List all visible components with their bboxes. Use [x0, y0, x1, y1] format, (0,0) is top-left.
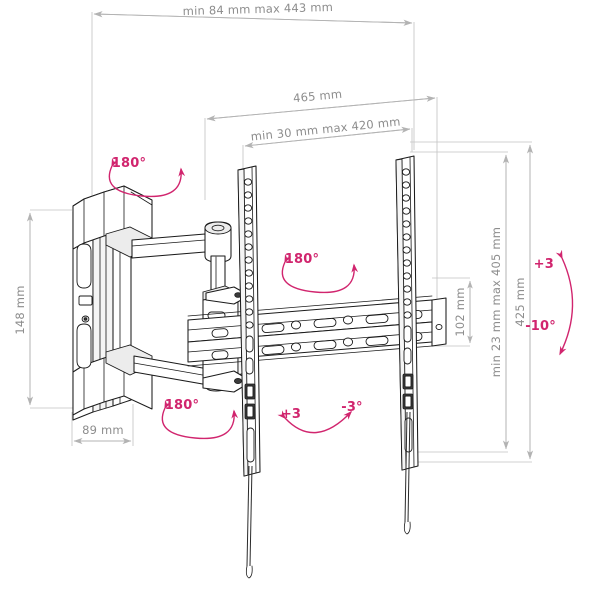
- upper-arm: [131, 221, 232, 263]
- angle-annotations: [108, 157, 574, 440]
- dimension-lines: [26, 11, 534, 463]
- rotation-indicator-bottom: [161, 399, 239, 440]
- wall-mount-assembly: [72, 155, 447, 579]
- rail-slots-lower: [211, 331, 423, 360]
- vertical-rail-right: [395, 155, 419, 471]
- angle-tilt-down: -10°: [525, 319, 556, 334]
- angle-tilt-up: +3: [534, 257, 554, 272]
- dim-plate-width: 465 mm: [292, 87, 342, 105]
- angle-swivel-mid: 180°: [285, 252, 319, 267]
- vertical-rail-left-holes: [243, 178, 256, 463]
- angle-labels: 180° 180° 180° +3 -10° +3 -3°: [112, 156, 556, 422]
- angle-rotate-minus: -3°: [341, 400, 363, 415]
- dim-plate-height: 425 mm: [513, 277, 527, 326]
- dim-height-range: min 23 mm max 405 mm: [489, 227, 503, 377]
- angle-swivel-bottom: 180°: [165, 398, 199, 413]
- dim-vesa-height: 102 mm: [453, 287, 467, 336]
- dim-wallplate-height: 148 mm: [13, 285, 27, 334]
- dim-depth-range: min 30 mm max 420 mm: [250, 114, 401, 143]
- wall-plate: [72, 185, 153, 421]
- angle-rotate-plus: +3: [281, 407, 301, 422]
- dim-wallplate-depth: 89 mm: [82, 423, 124, 437]
- rotation-indicator-top: [108, 157, 186, 198]
- angle-swivel-top: 180°: [112, 156, 146, 171]
- dim-extension: min 84 mm max 443 mm: [183, 0, 334, 18]
- vertical-rail-left: [237, 165, 261, 477]
- rotation-indicator-middle: [281, 253, 359, 294]
- swivel-arc-indicator: [277, 410, 353, 434]
- vertical-rail-right-holes: [401, 168, 414, 453]
- tilt-arc-indicator: [555, 249, 574, 356]
- release-cords: [245, 411, 411, 579]
